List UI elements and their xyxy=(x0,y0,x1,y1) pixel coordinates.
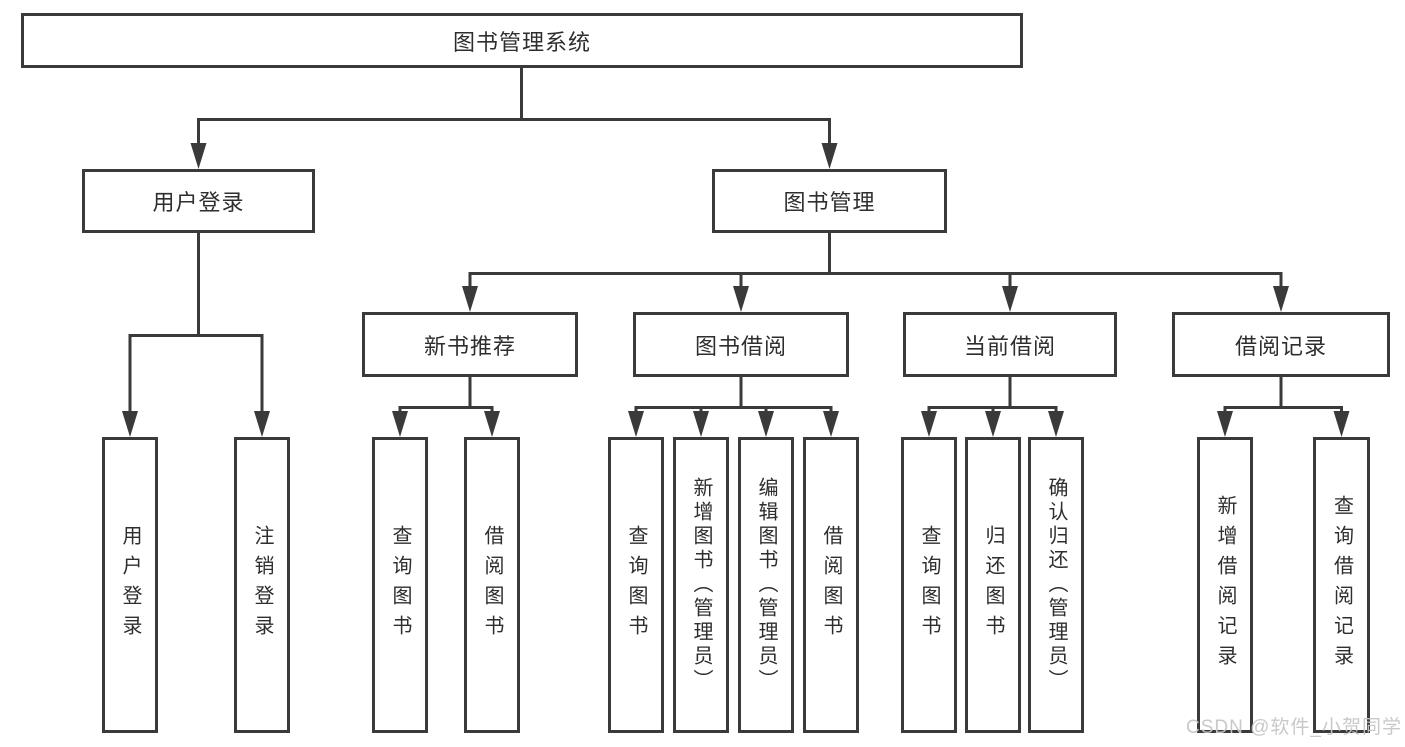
csdn-watermark: CSDN @软件_小贺同学 xyxy=(1186,717,1402,738)
leaf-br-query-borrow-record: 查询借阅记录 xyxy=(1313,437,1370,733)
leaf-bb-borrow-books: 借阅图书 xyxy=(803,437,859,733)
leaf-logout-login: 注销登录 xyxy=(234,437,290,733)
node-borrowing-records: 借阅记录 xyxy=(1172,312,1390,377)
node-library-system: 图书管理系统 xyxy=(21,13,1023,68)
leaf-bb-query-books: 查询图书 xyxy=(608,437,664,733)
leaf-nbr-borrow-books: 借阅图书 xyxy=(464,437,520,733)
leaf-cb-return-books: 归还图书 xyxy=(965,437,1021,733)
leaf-cb-confirm-return-admin: 确认归还（管理员） xyxy=(1028,437,1084,733)
leaf-cb-query-books: 查询图书 xyxy=(901,437,957,733)
node-current-borrowing: 当前借阅 xyxy=(903,312,1117,377)
node-user-login: 用户登录 xyxy=(82,169,315,233)
leaf-bb-add-books-admin: 新增图书（管理员） xyxy=(673,437,729,733)
leaf-bb-edit-books-admin: 编辑图书（管理员） xyxy=(738,437,794,733)
node-new-book-recommendation: 新书推荐 xyxy=(362,312,578,377)
node-book-borrowing: 图书借阅 xyxy=(633,312,849,377)
leaf-br-add-borrow-record: 新增借阅记录 xyxy=(1197,437,1253,733)
node-book-management: 图书管理 xyxy=(712,169,947,233)
leaf-user-login: 用户登录 xyxy=(102,437,158,733)
leaf-nbr-query-books: 查询图书 xyxy=(372,437,428,733)
